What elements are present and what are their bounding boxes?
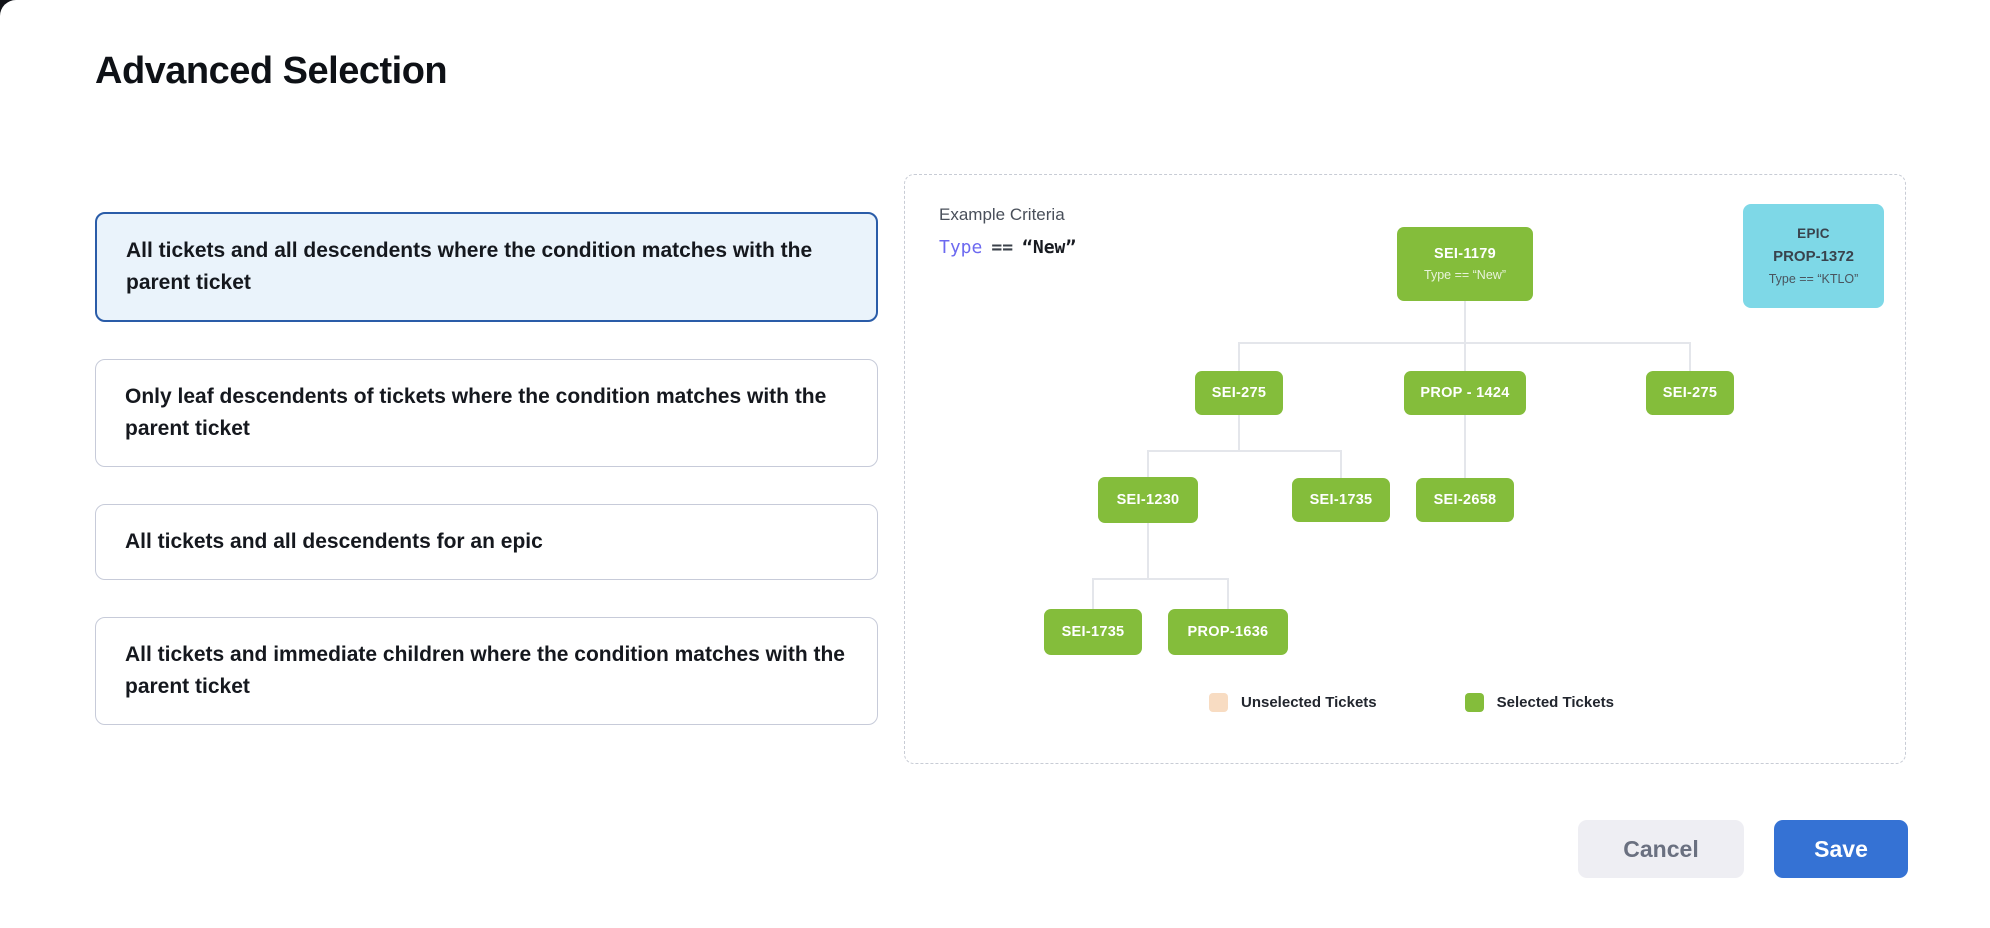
tree-connector [1147,450,1149,478]
tree-node-sei-1735-mid: SEI-1735 [1292,478,1390,522]
node-label: PROP - 1424 [1420,385,1510,401]
legend: Unselected Tickets Selected Tickets [1209,693,1614,712]
option-card-all-descendents-condition[interactable]: All tickets and all descendents where th… [95,212,878,322]
legend-label: Selected Tickets [1496,694,1614,711]
tree-connector [1092,578,1228,580]
page-title: Advanced Selection [95,50,448,92]
tree-node-sei-1735-leaf: SEI-1735 [1044,609,1142,655]
option-card-leaf-descendents-condition[interactable]: Only leaf descendents of tickets where t… [95,359,878,467]
node-subtitle: Type == “New” [1424,268,1506,282]
node-label: SEI-1179 [1433,246,1497,262]
legend-item-selected: Selected Tickets [1464,693,1614,712]
tree-connector [1464,342,1466,371]
tree-node-prop-1424: PROP - 1424 [1404,371,1526,415]
criteria-operator: == [991,237,1014,258]
example-criteria-label: Example Criteria [939,205,1065,224]
window-corner-artifact [0,0,18,18]
cancel-button[interactable]: Cancel [1578,820,1744,878]
node-label: SEI-1735 [1309,492,1373,508]
node-label: SEI-1735 [1061,624,1125,640]
legend-item-unselected: Unselected Tickets [1209,693,1377,712]
node-label: SEI-1230 [1116,492,1180,508]
node-label: SEI-275 [1211,385,1267,401]
tree-node-sei-275-left: SEI-275 [1195,371,1283,415]
save-button[interactable]: Save [1774,820,1908,878]
epic-card-type: EPIC [1797,226,1830,241]
tree-connector [1340,450,1342,478]
tree-connector [1092,578,1094,609]
tree-node-prop-1636: PROP-1636 [1168,609,1288,655]
tree-connector [1238,342,1240,371]
tree-connector [1238,415,1240,451]
tree-node-sei-2658: SEI-2658 [1416,478,1514,522]
example-criteria-expression: Type == “New” [939,237,1076,258]
unselected-tickets-swatch [1209,693,1228,712]
selection-options-list: All tickets and all descendents where th… [95,212,878,762]
tree-node-sei-1230: SEI-1230 [1098,477,1198,523]
tree-connector [1227,578,1229,609]
tree-connector [1147,450,1341,452]
example-preview-panel: Example Criteria Type == “New” EPIC PROP-1… [904,174,1906,764]
criteria-value: “New” [1022,237,1077,258]
epic-card: EPIC PROP-1372 Type == “KTLO” [1743,204,1884,308]
epic-card-criteria: Type == “KTLO” [1768,272,1859,286]
tree-connector [1147,523,1149,579]
tree-connector [1689,342,1691,371]
node-label: PROP-1636 [1187,624,1269,640]
tree-connector [1464,415,1466,478]
selected-tickets-swatch [1464,693,1484,712]
tree-connector [1464,301,1466,343]
criteria-field: Type [939,237,983,258]
option-card-all-descendents-epic[interactable]: All tickets and all descendents for an e… [95,504,878,580]
node-label: SEI-2658 [1433,492,1497,508]
node-label: SEI-275 [1662,385,1718,401]
epic-card-id: PROP-1372 [1773,248,1854,265]
legend-label: Unselected Tickets [1241,694,1377,711]
tree-node-sei-275-right: SEI-275 [1646,371,1734,415]
tree-node-sei-1179: SEI-1179 Type == “New” [1397,227,1533,301]
option-card-immediate-children-condition[interactable]: All tickets and immediate children where… [95,617,878,725]
